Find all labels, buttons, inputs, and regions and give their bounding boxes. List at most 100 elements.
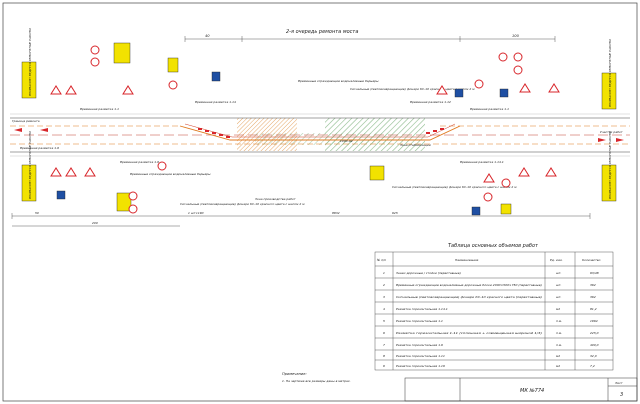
works-table-grid — [374, 251, 614, 371]
marking-label-11-right: Временная разметка 1.1 — [470, 107, 509, 111]
note-lights-top: Сигнальные (световозвращающие) фонари КС… — [350, 87, 475, 91]
table-headers: № п/п Наименование Ед. изм. Количество — [376, 258, 601, 262]
bottom-warning-signs — [50, 167, 557, 183]
lane-markings — [10, 123, 630, 145]
table-row: 7 Разметка горизонтальная 1.6 п.м. 400,0 — [383, 343, 599, 347]
row-num: 7 — [383, 343, 385, 347]
table-rows: 1 Знаки дорожные / стойки (переставные) … — [383, 271, 599, 368]
footnote-text: 1. На чертеже все размеры даны в метрах. — [282, 379, 351, 383]
row-unit: шт. — [556, 295, 561, 299]
row-name: Разметка горизонтальная 1.6 — [396, 343, 443, 347]
row-qty: 400,0 — [590, 343, 599, 347]
side-board-left-bottom: ВНИМАНИЕ! ВЕДУТСЯ РЕМОНТНЫЕ РАБОТЫ — [21, 131, 37, 202]
bottom-dim-b: 1 шт×190 — [188, 211, 204, 215]
row-unit: п.м. — [556, 319, 562, 323]
row-num: 5 — [383, 319, 385, 323]
marking-label-114: Временная разметка 1.14 — [195, 100, 236, 104]
table-row: 3 Сигнальные (световозвращающие) фонари … — [383, 295, 596, 299]
row-name: Разметка горизонтальная 1.14.1 — [396, 307, 448, 311]
note-zone-work: Зона производства работ — [255, 197, 296, 201]
row-unit: п.м. — [556, 331, 562, 335]
row-num: 6 — [383, 331, 385, 335]
note-barriers-bottom: Временные ограждающие водоналивные барье… — [130, 172, 211, 176]
row-unit: м2 — [556, 364, 560, 368]
row-unit: м2 — [556, 307, 560, 311]
row-num: 1 — [383, 271, 385, 275]
row-unit: шт. — [556, 283, 561, 287]
top-dim-left: 40 — [205, 34, 210, 38]
bottom-dim-total: 200 — [92, 221, 98, 225]
right-lane-label: Участок работ — [600, 130, 623, 134]
marking-label-11-left: Временная разметка 1.1 — [80, 107, 119, 111]
table-row: 2 Временные ограждающие водоналивные дор… — [383, 283, 596, 287]
road-edges — [10, 113, 630, 157]
row-unit: п.м. — [556, 343, 562, 347]
marking-label-12: Временная разметка 1.12 — [410, 100, 451, 104]
bottom-dim-c: 8832 — [332, 211, 340, 215]
row-name: Временные ограждающие водоналивные дорож… — [396, 283, 542, 287]
table-header-num: № п/п — [376, 258, 386, 262]
marking-label-16-left: Временная разметка 1.6 — [20, 146, 59, 150]
note-zone-stab: Зона стабилизации — [400, 143, 431, 147]
table-header-name: Наименование — [455, 258, 478, 262]
row-qty: 7,2 — [590, 364, 595, 368]
bottom-road-signs — [56, 165, 512, 216]
title-block — [404, 377, 638, 402]
lane-arrows — [14, 128, 624, 142]
row-qty: 1964 — [590, 319, 598, 323]
stamp-code: МК №774 — [520, 388, 544, 394]
row-unit: шт. — [556, 271, 561, 275]
top-road-signs — [113, 42, 509, 98]
top-warning-signs — [50, 83, 560, 95]
top-dim-right: 100 — [512, 34, 520, 38]
side-board-right-bottom-text: ВНИМАНИЕ! ВЕДУТСЯ РЕМОНТНЫЕ РАБОТЫ — [608, 131, 612, 199]
table-header-unit: Ед. изм. — [550, 258, 563, 262]
row-qty: 63/48 — [590, 271, 599, 275]
row-unit: м2 — [556, 354, 560, 358]
row-name: Знаки дорожные / стойки (переставные) — [396, 271, 461, 275]
row-num: 8 — [383, 354, 385, 358]
bottom-dim-a: 50 — [35, 211, 39, 215]
row-qty: 362 — [590, 295, 596, 299]
row-name: Разметка горизонтальная 1.16 — [396, 364, 445, 368]
note-stripe-area: 1000 м2 — [340, 139, 353, 143]
side-board-right-bottom: ВНИМАНИЕ! ВЕДУТСЯ РЕМОНТНЫЕ РАБОТЫ — [601, 131, 617, 202]
table-row: 6 Разметка горизонтальная 1.11 (сплошная… — [383, 331, 599, 335]
row-num: 3 — [383, 295, 385, 299]
row-name: Разметка горизонтальная 1.11 (сплошная +… — [396, 331, 542, 335]
row-num: 4 — [383, 307, 385, 311]
table-row: 8 Разметка горизонтальная 1.11 м2 32,0 — [383, 354, 597, 358]
barrier-blocks — [198, 128, 444, 138]
marking-label-141: Временная разметка 1.14.1 — [460, 160, 504, 164]
table-row: 5 Разметка горизонтальная 1.1 п.м. 1964 — [383, 319, 598, 323]
stamp-sheet-number: 3 — [620, 392, 623, 398]
row-qty: 81,2 — [590, 307, 597, 311]
top-prohibition-signs — [90, 45, 523, 90]
bottom-dim-d: 625 — [392, 211, 398, 215]
left-lane-label: Граница ремонта — [12, 119, 40, 123]
side-board-left-top: ВНИМАНИЕ! ВЕДУТСЯ РЕМОНТНЫЕ РАБОТЫ — [21, 28, 37, 99]
side-board-left-bottom-text: ВНИМАНИЕ! ВЕДУТСЯ РЕМОНТНЫЕ РАБОТЫ — [28, 131, 32, 199]
row-qty: 32,0 — [590, 354, 597, 358]
row-name: Сигнальные (световозвращающие) фонари КС… — [396, 295, 542, 299]
scheme-title: 2-я очередь ремонта моста — [286, 29, 358, 35]
row-name: Разметка горизонтальная 1.1 — [396, 319, 443, 323]
side-board-right-top: ВНИМАНИЕ! ВЕДУТСЯ РЕМОНТНЫЕ РАБОТЫ — [601, 39, 617, 110]
row-name: Разметка горизонтальная 1.11 — [396, 354, 445, 358]
row-num: 9 — [383, 364, 385, 368]
note-lights-bottom-2: Сигнальные (световозвращающие) фонари КС… — [392, 185, 517, 189]
bottom-dimension-line — [11, 213, 591, 227]
note-lights-bottom: Сигнальные (световозвращающие) фонари КС… — [180, 202, 305, 206]
footnote-title: Примечание: — [282, 372, 307, 376]
table-row: 1 Знаки дорожные / стойки (переставные) … — [383, 271, 599, 275]
note-barriers-top: Временные ограждающие водоналивные барье… — [298, 79, 379, 83]
row-qty: 362 — [590, 283, 596, 287]
stamp-sheet-label: Лист — [614, 381, 623, 385]
marking-label-16-bottom: Временная разметка 1.6 — [120, 160, 159, 164]
table-row: 4 Разметка горизонтальная 1.14.1 м2 81,2 — [383, 307, 597, 311]
table-title: Таблица основных объемов работ — [448, 243, 539, 249]
table-header-qty: Количество — [582, 258, 601, 262]
row-num: 2 — [383, 283, 385, 287]
